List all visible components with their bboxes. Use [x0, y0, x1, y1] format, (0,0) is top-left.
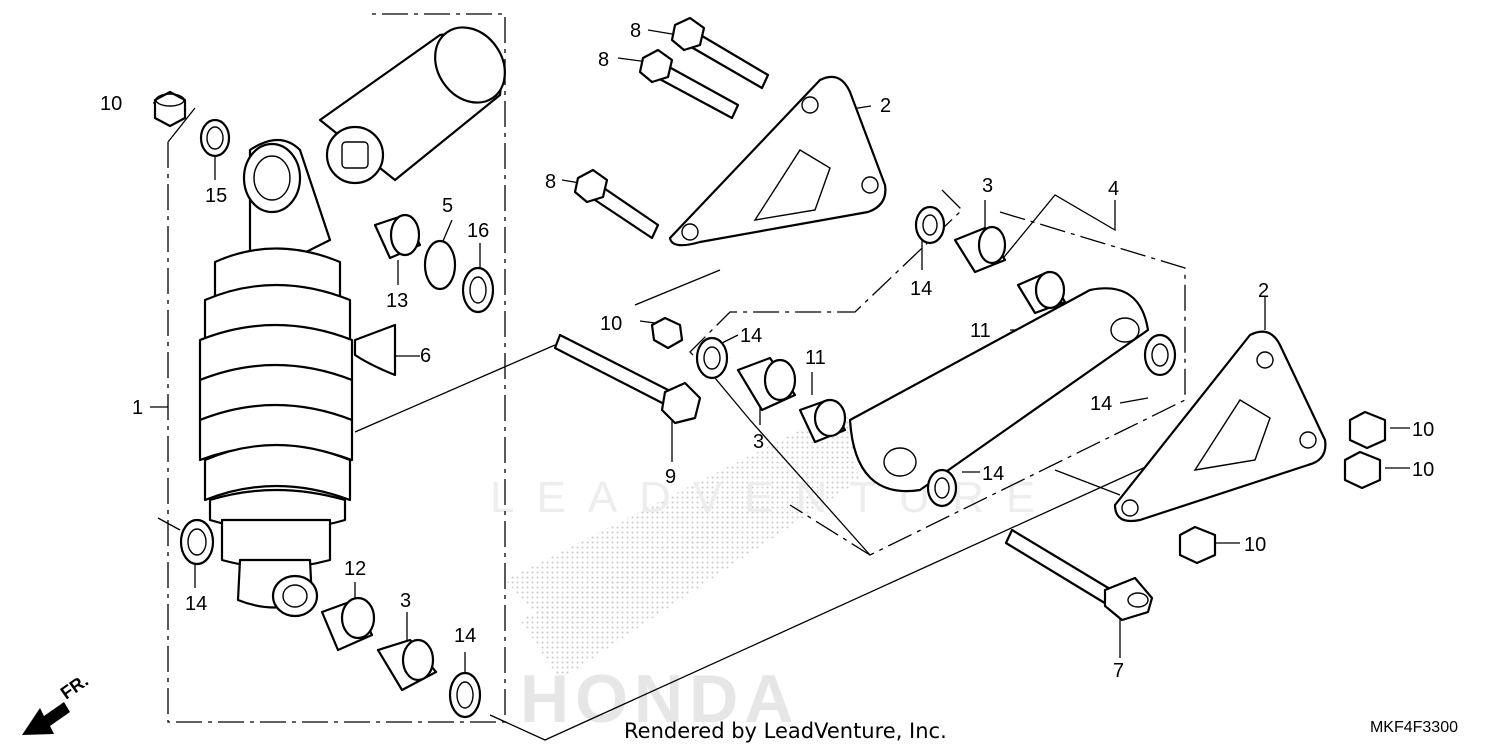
shock-link-4 — [848, 287, 1150, 493]
callout-8: 8 — [545, 171, 556, 193]
bolt-8-lower — [573, 168, 660, 240]
bearing-12 — [320, 596, 376, 652]
callout-8: 8 — [598, 49, 609, 71]
callout-2: 2 — [1258, 280, 1269, 302]
bolt-9 — [553, 333, 702, 425]
callout-labels: 10 15 5 16 13 6 1 14 12 3 14 8 8 8 2 10 … — [100, 20, 1434, 682]
label-6 — [353, 323, 397, 377]
circlip-5 — [423, 239, 457, 291]
callout-2: 2 — [880, 95, 891, 117]
collar-3-b — [736, 356, 797, 412]
honda-wing-watermark — [505, 410, 870, 680]
nut-10-right-lower — [1343, 450, 1382, 490]
callout-10: 10 — [600, 313, 622, 335]
callout-3: 3 — [400, 590, 411, 612]
seal-14-d — [926, 468, 958, 508]
bushing-13 — [373, 213, 422, 260]
callout-16: 16 — [467, 220, 489, 242]
leader-lines — [150, 29, 1410, 741]
callout-13: 13 — [386, 290, 408, 312]
washer-15 — [199, 118, 231, 158]
bearing-11-b — [798, 398, 847, 444]
bracket-2-right — [1113, 330, 1327, 523]
callout-6: 6 — [420, 345, 431, 367]
callout-12: 12 — [344, 558, 366, 580]
callout-8: 8 — [630, 20, 641, 42]
callout-3: 3 — [753, 431, 764, 453]
callout-1: 1 — [132, 397, 143, 419]
bushing-outline — [689, 189, 963, 363]
callout-14: 14 — [1090, 393, 1112, 415]
callout-9: 9 — [665, 466, 676, 488]
callout-14: 14 — [454, 625, 476, 647]
bearing-11-a — [1016, 270, 1067, 315]
nut-10-left — [650, 316, 684, 350]
callout-14: 14 — [982, 463, 1004, 485]
callout-11: 11 — [805, 347, 826, 369]
shock-nut-10 — [153, 90, 187, 128]
callout-11: 11 — [970, 320, 991, 342]
callout-4: 4 — [1108, 178, 1119, 200]
bolt-7 — [1004, 528, 1154, 622]
callout-10: 10 — [100, 93, 122, 115]
seal-14-shock-lower — [448, 671, 482, 719]
bolt-8-middle — [638, 48, 740, 120]
callout-10: 10 — [1412, 419, 1434, 441]
honda-logo-watermark: HONDA — [520, 661, 799, 737]
seal-14-a — [914, 205, 946, 245]
linkage-outline — [789, 211, 1186, 556]
front-arrow-icon — [22, 702, 70, 735]
nut-10-right-upper — [1348, 410, 1387, 450]
render-credit: Rendered by LeadVenture, Inc. — [624, 719, 947, 743]
coil-spring — [198, 247, 354, 502]
callout-10: 10 — [1412, 459, 1434, 481]
collar-3-a — [953, 225, 1007, 274]
callout-3: 3 — [982, 175, 993, 197]
front-indicator-label: FR. — [57, 670, 92, 703]
callout-10: 10 — [1244, 534, 1266, 556]
seal-14-b — [695, 336, 729, 380]
seal-14-c — [1143, 333, 1177, 377]
diagram-code: MKF4F3300 — [1369, 719, 1458, 736]
callout-7: 7 — [1113, 660, 1124, 682]
callout-14: 14 — [185, 593, 207, 615]
bolt-8-top — [670, 16, 770, 90]
seal-16 — [461, 266, 495, 314]
nut-10-bottom — [1178, 525, 1217, 565]
callout-14: 14 — [740, 325, 762, 347]
bracket-2-left — [668, 75, 887, 247]
leadventure-watermark: LEADVENTURE — [490, 473, 1057, 522]
callout-15: 15 — [205, 185, 227, 207]
callout-5: 5 — [442, 195, 453, 217]
callout-14: 14 — [910, 278, 932, 300]
seal-14-shock-upper — [179, 518, 215, 566]
rear-shock-absorber — [198, 26, 506, 618]
collar-3-shock — [376, 638, 438, 692]
